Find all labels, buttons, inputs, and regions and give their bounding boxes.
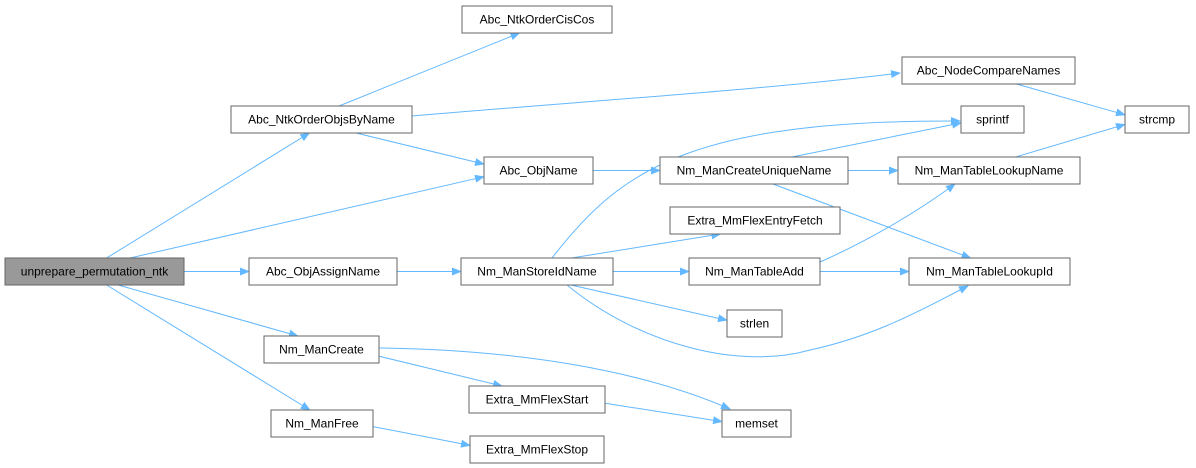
node-box <box>248 257 398 286</box>
node-nm-man-free[interactable]: Nm_ManFree <box>270 409 374 438</box>
node-label: memset <box>735 417 778 431</box>
node-box <box>960 105 1025 134</box>
node-label: Abc_NodeCompareNames <box>917 64 1060 78</box>
edge-unprepare-permutation-ntk-to-nm-man-create <box>117 284 299 338</box>
node-box <box>726 309 783 338</box>
node-nm-man-create-unique-name[interactable]: Nm_ManCreateUniqueName <box>659 156 849 185</box>
node-nm-man-table-add[interactable]: Nm_ManTableAdd <box>688 257 821 286</box>
node-label: strlen <box>740 317 769 331</box>
node-label: Nm_ManCreate <box>279 343 364 357</box>
node-label: Extra_MmFlexStop <box>486 443 588 457</box>
node-label: Extra_MmFlexEntryFetch <box>687 214 822 228</box>
node-label: Nm_ManTableAdd <box>705 265 804 279</box>
edge-nm-man-store-id-name-to-strlen <box>570 284 728 323</box>
node-box <box>659 156 849 185</box>
node-box <box>901 56 1076 85</box>
node-abc-obj-name[interactable]: Abc_ObjName <box>483 156 594 185</box>
edge-nm-man-free-to-extra-mm-flex-stop <box>372 426 471 448</box>
edge-extra-mm-flex-start-to-memset <box>604 402 723 425</box>
node-box <box>469 435 605 464</box>
node-nm-man-store-id-name[interactable]: Nm_ManStoreIdName <box>460 257 614 286</box>
edge-nm-man-table-add-to-nm-man-table-lookup-name <box>819 183 956 263</box>
edge-nm-man-store-id-name-to-nm-man-table-lookup-id <box>566 284 969 358</box>
node-abc-obj-assign-name[interactable]: Abc_ObjAssignName <box>248 257 398 286</box>
edge-nm-man-create-to-extra-mm-flex-start <box>378 355 504 388</box>
node-nm-man-table-lookup-name[interactable]: Nm_ManTableLookupName <box>897 156 1081 185</box>
edge-unprepare-permutation-ntk-to-abc-obj-name <box>129 174 485 259</box>
node-label: Nm_ManFree <box>285 417 359 431</box>
node-box <box>1124 105 1190 134</box>
node-abc-ntk-order-objs-by-name[interactable]: Abc_NtkOrderObjsByName <box>230 105 413 134</box>
node-strcmp[interactable]: strcmp <box>1124 105 1190 134</box>
edge-nm-man-store-id-name-to-extra-mm-flex-entry-fetch <box>571 231 722 259</box>
edge-unprepare-permutation-ntk-to-abc-ntk-order-objs-by-name <box>106 132 311 259</box>
node-box <box>230 105 413 134</box>
edge-abc-ntk-order-objs-by-name-to-abc-node-compare-names <box>411 70 901 117</box>
node-box <box>270 409 374 438</box>
node-nm-man-create[interactable]: Nm_ManCreate <box>263 335 380 364</box>
node-box <box>461 5 613 34</box>
node-box <box>4 257 185 286</box>
edge-nm-man-create-unique-name-to-sprintf <box>791 120 962 158</box>
node-label: Abc_NtkOrderCisCos <box>480 13 595 27</box>
nodes-layer: unprepare_permutation_ntk Abc_NtkOrderObj… <box>4 5 1190 464</box>
node-label: Nm_ManStoreIdName <box>477 265 597 279</box>
node-box <box>669 206 841 235</box>
node-label: Abc_NtkOrderObjsByName <box>248 113 395 127</box>
node-strlen[interactable]: strlen <box>726 309 783 338</box>
node-label: unprepare_permutation_ntk <box>21 265 169 279</box>
node-label: Nm_ManTableLookupName <box>915 164 1064 178</box>
edge-nm-man-table-lookup-name-to-strcmp <box>1015 123 1126 158</box>
node-extra-mm-flex-start[interactable]: Extra_MmFlexStart <box>468 385 606 414</box>
edge-nm-man-store-id-name-to-sprintf <box>551 116 961 259</box>
node-box <box>263 335 380 364</box>
edge-nm-man-create-to-memset <box>378 347 731 410</box>
edge-abc-ntk-order-objs-by-name-to-abc-obj-name <box>355 132 485 166</box>
node-label: Nm_ManTableLookupId <box>926 265 1053 279</box>
edge-abc-node-compare-names-to-strcmp <box>1016 83 1126 117</box>
node-label: sprintf <box>976 113 1009 127</box>
edges-layer <box>106 32 1126 448</box>
node-label: strcmp <box>1139 113 1175 127</box>
node-sprintf[interactable]: sprintf <box>960 105 1025 134</box>
node-label: Nm_ManCreateUniqueName <box>677 164 832 178</box>
node-extra-mm-flex-stop[interactable]: Extra_MmFlexStop <box>469 435 605 464</box>
node-box <box>468 385 606 414</box>
edge-nm-man-create-unique-name-to-nm-man-table-lookup-id <box>772 183 972 259</box>
node-label: Extra_MmFlexStart <box>486 393 589 407</box>
edge-abc-ntk-order-objs-by-name-to-abc-ntk-order-cis-cos <box>338 32 521 107</box>
node-memset[interactable]: memset <box>721 409 792 438</box>
node-abc-node-compare-names[interactable]: Abc_NodeCompareNames <box>901 56 1076 85</box>
edge-unprepare-permutation-ntk-to-nm-man-free <box>106 284 311 411</box>
node-box <box>460 257 614 286</box>
node-box <box>721 409 792 438</box>
node-box <box>897 156 1081 185</box>
node-label: Abc_ObjName <box>499 164 577 178</box>
node-box <box>688 257 821 286</box>
node-abc-ntk-order-cis-cos[interactable]: Abc_NtkOrderCisCos <box>461 5 613 34</box>
node-extra-mm-flex-entry-fetch[interactable]: Extra_MmFlexEntryFetch <box>669 206 841 235</box>
node-box <box>483 156 594 185</box>
node-unprepare-permutation-ntk[interactable]: unprepare_permutation_ntk <box>4 257 185 286</box>
node-nm-man-table-lookup-id[interactable]: Nm_ManTableLookupId <box>908 257 1071 286</box>
node-box <box>908 257 1071 286</box>
node-label: Abc_ObjAssignName <box>266 265 380 279</box>
